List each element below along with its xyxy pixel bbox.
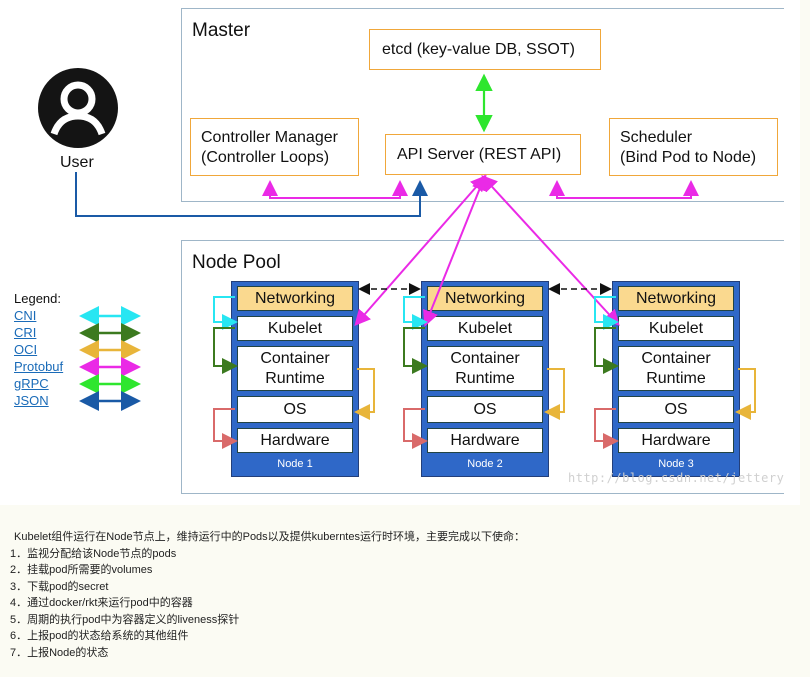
legend-title: Legend: xyxy=(14,291,61,306)
node-3: Networking Kubelet Container Runtime OS … xyxy=(612,281,740,477)
etcd-label: etcd (key-value DB, SSOT) xyxy=(382,41,575,58)
scheduler-box: Scheduler (Bind Pod to Node) xyxy=(609,118,778,176)
os-layer: OS xyxy=(618,396,734,423)
hardware-layer: Hardware xyxy=(618,428,734,453)
node-pool-title: Node Pool xyxy=(192,252,281,273)
container-runtime-layer: Container Runtime xyxy=(427,346,543,391)
user-label: User xyxy=(60,154,94,171)
controller-manager-box: Controller Manager (Controller Loops) xyxy=(190,118,359,176)
connection-arrows xyxy=(75,73,756,449)
scheduler-line1: Scheduler xyxy=(620,129,693,146)
node-name: Node 3 xyxy=(658,458,694,470)
controller-manager-line2: (Controller Loops) xyxy=(201,149,330,166)
scheduler-line2: (Bind Pod to Node) xyxy=(620,149,757,166)
architecture-diagram: Master etcd (key-value DB, SSOT) Control… xyxy=(0,0,800,505)
legend-json[interactable]: JSON xyxy=(14,393,49,408)
description: Kubelet组件运行在Node节点上，维持运行中的Pods以及提供kubern… xyxy=(10,529,525,661)
legend-cni[interactable]: CNI xyxy=(14,308,37,323)
legend-protobuf[interactable]: Protobuf xyxy=(14,359,64,374)
description-intro: Kubelet组件运行在Node节点上，维持运行中的Pods以及提供kubern… xyxy=(14,531,525,543)
legend-grpc[interactable]: gRPC xyxy=(14,376,49,391)
description-item: 3．下载pod的secret xyxy=(10,580,109,593)
kubelet-layer: Kubelet xyxy=(237,316,353,341)
container-runtime-layer: Container Runtime xyxy=(618,346,734,391)
user-avatar-icon xyxy=(38,68,118,148)
description-item: 6．上报pod的状态给系统的其他组件 xyxy=(10,630,189,642)
networking-layer: Networking xyxy=(237,286,353,311)
description-item: 7．上报Node的状态 xyxy=(10,646,109,659)
description-item: 2．挂载pod所需要的volumes xyxy=(10,564,153,576)
watermark: http://blog.csdn.net/jettery xyxy=(568,471,785,485)
api-server-label: API Server (REST API) xyxy=(397,146,562,163)
master-title: Master xyxy=(192,20,251,41)
os-layer: OS xyxy=(427,396,543,423)
controller-manager-line1: Controller Manager xyxy=(201,129,338,146)
legend-cri[interactable]: CRI xyxy=(14,325,37,340)
legend-oci[interactable]: OCI xyxy=(14,342,38,357)
hardware-layer: Hardware xyxy=(427,428,543,453)
kubelet-layer: Kubelet xyxy=(618,316,734,341)
node-name: Node 1 xyxy=(277,458,313,470)
api-server-box: API Server (REST API) xyxy=(385,134,581,175)
description-item: 1．监视分配给该Node节点的pods xyxy=(10,547,177,560)
node-name: Node 2 xyxy=(467,458,503,470)
container-runtime-layer: Container Runtime xyxy=(237,346,353,391)
description-item: 5．周期的执行pod中为容器定义的liveness探针 xyxy=(10,613,240,626)
hardware-layer: Hardware xyxy=(237,428,353,453)
etcd-box: etcd (key-value DB, SSOT) xyxy=(369,29,601,70)
os-layer: OS xyxy=(237,396,353,423)
node-1: Networking Kubelet Container Runtime OS … xyxy=(231,281,359,477)
description-item: 4．通过docker/rkt来运行pod中的容器 xyxy=(10,597,193,609)
